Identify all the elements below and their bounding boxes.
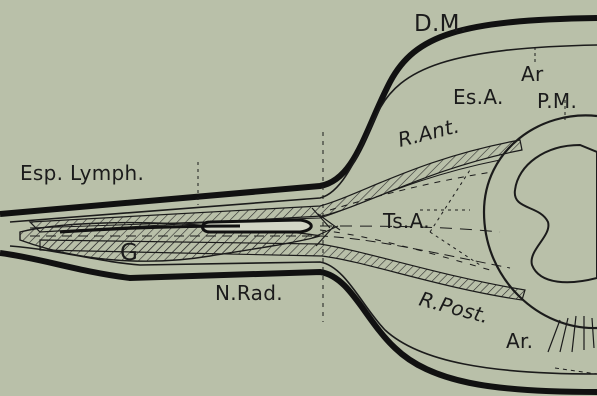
label-subarachnoid-tissue: Ts.A. bbox=[382, 209, 430, 233]
label-ganglion: G bbox=[120, 240, 138, 266]
leader-line-tsa-2 bbox=[430, 232, 480, 265]
arachnoid-trabeculae bbox=[548, 316, 594, 352]
label-anterior-root: R.Ant. bbox=[395, 113, 462, 151]
dura-mater-lower-outline bbox=[0, 253, 597, 392]
label-arachnoid-bottom: Ar. bbox=[506, 329, 533, 353]
anterior-root-bundle bbox=[30, 140, 522, 232]
spinal-cord-gray-matter bbox=[515, 145, 597, 282]
label-arachnoid-top: Ar bbox=[521, 62, 544, 86]
arachnoid-lower-line bbox=[10, 246, 597, 374]
label-pia-mater: P.M. bbox=[537, 89, 577, 113]
label-epi-arachnoid-space: Es.A. bbox=[453, 85, 504, 109]
arachnoid-upper-line bbox=[10, 45, 597, 222]
label-lymph-space: Esp. Lymph. bbox=[20, 161, 144, 185]
label-dura-mater: D.M. bbox=[414, 11, 467, 37]
label-radicular-nerve: N.Rad. bbox=[215, 281, 283, 305]
